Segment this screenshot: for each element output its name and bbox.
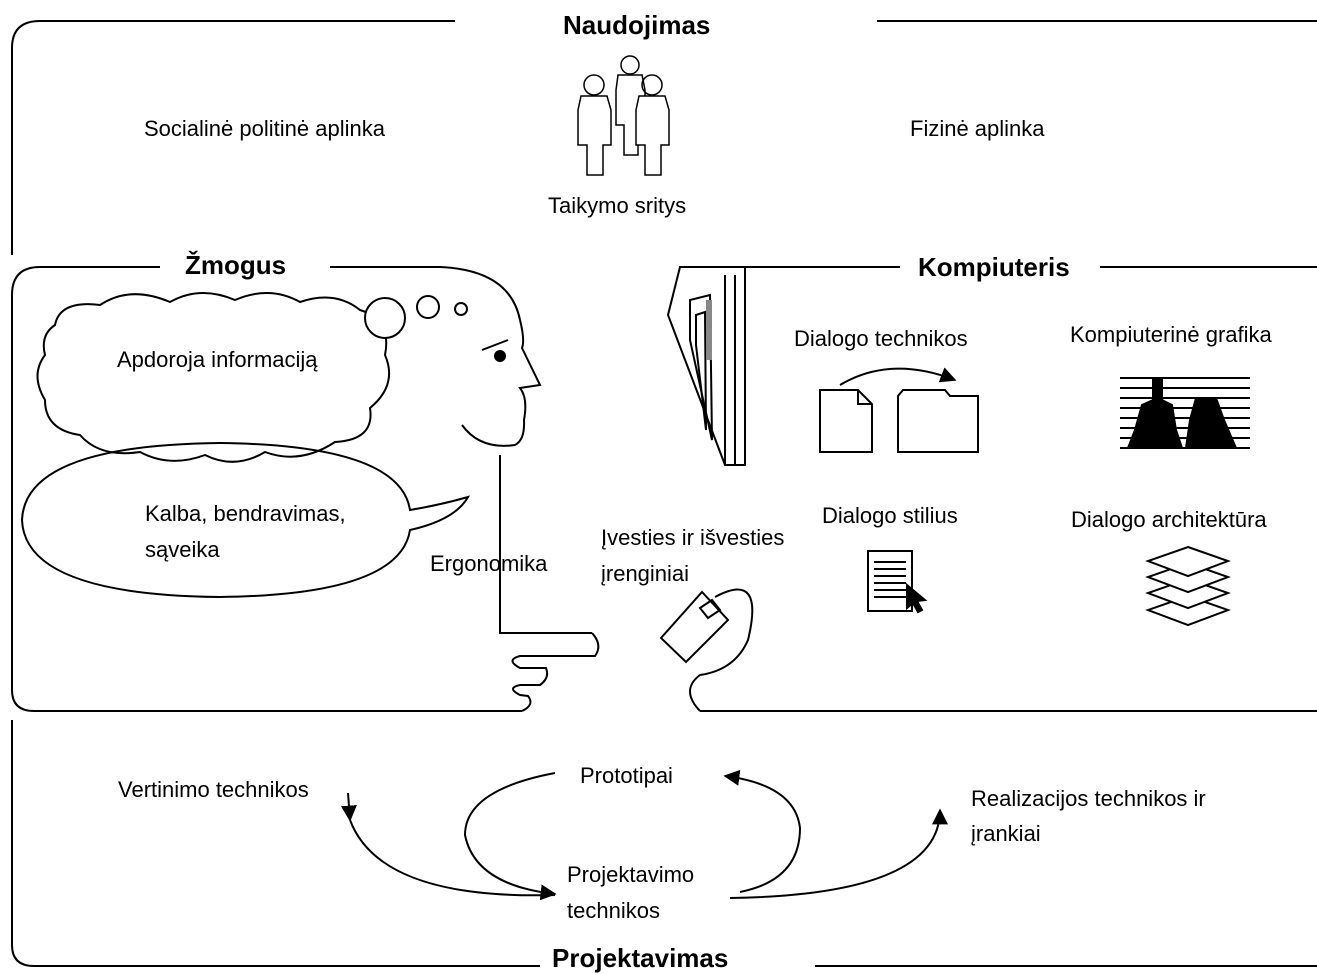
projektavimas-frame [11,720,1317,967]
label-io-devices-line2: įrenginiai [601,561,690,586]
thought-cloud [36,291,468,463]
label-ergonomics: Ergonomika [430,551,548,576]
label-dialog-style: Dialogo stilius [822,503,958,528]
label-design-techniques-line2: technikos [567,898,660,923]
label-information-processing: Apdoroja informaciją [117,347,318,372]
section-title-kompiuteris: Kompiuteris [918,252,1070,282]
label-implementation-line2: įrankiai [971,821,1041,846]
label-physical-environment: Fizinė aplinka [910,116,1045,141]
label-evaluation-techniques: Vertinimo technikos [118,777,309,802]
design-cycle-arrows [340,769,948,901]
head-profile [461,319,542,447]
documents-icon [819,367,979,453]
layers-icon [1145,545,1231,627]
people-icon [577,55,670,176]
mouse-icon [659,588,754,712]
label-language-line1: Kalba, bendravimas, [145,501,346,526]
label-application-domains: Taikymo sritys [548,193,687,218]
document-cursor-icon [867,550,928,614]
label-io-devices-line1: Įvesties ir išvesties [601,525,785,550]
kompiuteris-frame [700,266,1317,712]
naudojimas-frame [11,20,1317,255]
label-dialog-techniques: Dialogo technikos [794,326,968,351]
label-language-line2: sąveika [145,537,220,562]
hand-pointing [499,455,600,712]
label-prototypes: Prototipai [580,763,673,788]
section-title-projektavimas: Projektavimas [552,943,729,973]
label-dialog-architecture: Dialogo architektūra [1071,507,1267,532]
speech-bubble [20,441,471,599]
label-implementation-line1: Realizacijos technikos ir [971,786,1206,811]
label-social-environment: Socialinė politinė aplinka [144,116,385,141]
label-computer-graphics: Kompiuterinė grafika [1070,322,1272,347]
monitor-icon [666,266,746,466]
label-design-techniques-line1: Projektavimo [567,862,695,887]
section-title-naudojimas: Naudojimas [563,10,711,40]
graphics-icon [1120,377,1250,449]
zmogus-frame [11,266,522,712]
section-title-zmogus: Žmogus [185,250,287,280]
